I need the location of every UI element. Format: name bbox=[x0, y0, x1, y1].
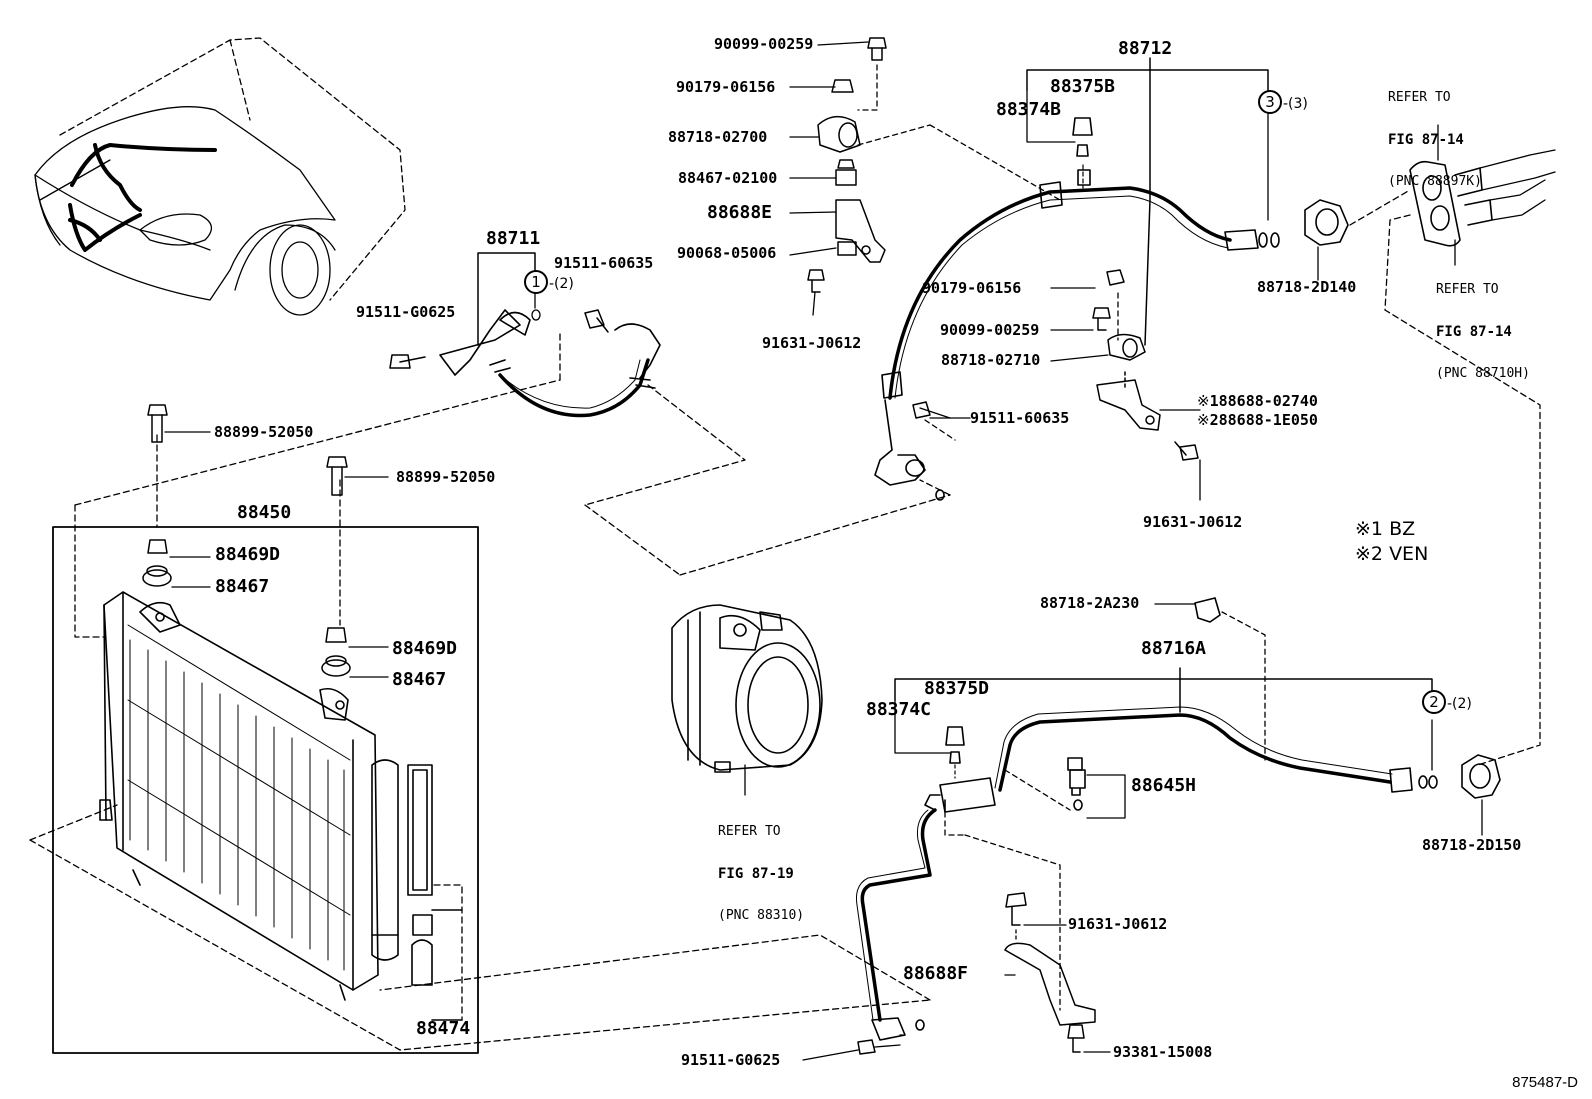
circled-ref-3: 3 bbox=[1258, 90, 1282, 114]
valve-cores-88375B bbox=[1026, 89, 1093, 189]
label-91511-G0625-b: 91511-G0625 bbox=[681, 1051, 781, 1069]
liquid-pipe-88716A bbox=[856, 706, 1438, 1041]
label-90068-05006: 90068-05006 bbox=[677, 244, 777, 262]
label-88374C: 88374C bbox=[866, 699, 932, 720]
condenser-assembly-frame bbox=[52, 526, 479, 1054]
vehicle-locator-sketch bbox=[34, 37, 406, 316]
label-90179-06156-mid: 90179-06156 bbox=[922, 279, 1022, 297]
label-88688-1E050: ※288688-1E050 bbox=[1197, 411, 1318, 429]
circled-ref-1: 1 bbox=[524, 270, 548, 294]
label-88375B: 88375B bbox=[1050, 76, 1116, 97]
qty-ref-2: -(2) bbox=[1447, 696, 1472, 712]
suction-pipe-88712 bbox=[874, 181, 1280, 501]
pressure-switch-88645H bbox=[1067, 757, 1126, 819]
label-91511-60635-b: 91511-60635 bbox=[970, 409, 1070, 427]
label-88718-2D150: 88718-2D150 bbox=[1422, 836, 1522, 854]
valve-cores-88375D bbox=[894, 699, 965, 779]
label-91511-60635-a: 91511-60635 bbox=[554, 254, 654, 272]
label-88718-02700: 88718-02700 bbox=[668, 128, 768, 146]
label-91631-J0612-a: 91631-J0612 bbox=[762, 334, 862, 352]
ref-fig-87-14-a: REFER TO FIG 87-14 (PNC 88897K) bbox=[1388, 90, 1482, 189]
label-91631-J0612-c: 91631-J0612 bbox=[1068, 915, 1168, 933]
label-88718-2D140: 88718-2D140 bbox=[1257, 278, 1357, 296]
label-88899-52050-a: 88899-52050 bbox=[214, 423, 314, 441]
discharge-hose-88711 bbox=[439, 309, 661, 418]
label-90179-06156-top: 90179-06156 bbox=[676, 78, 776, 96]
label-88716A: 88716A bbox=[1141, 638, 1207, 659]
label-91511-G0625-a: 91511-G0625 bbox=[356, 303, 456, 321]
label-90099-00259-top: 90099-00259 bbox=[714, 35, 814, 53]
label-88712: 88712 bbox=[1118, 38, 1173, 59]
condenser bbox=[99, 591, 379, 1001]
bolts bbox=[142, 309, 609, 677]
label-90099-00259-mid: 90099-00259 bbox=[940, 321, 1040, 339]
label-88718-02710: 88718-02710 bbox=[941, 351, 1041, 369]
note-1: ※1 BZ bbox=[1355, 518, 1416, 540]
bracket-88688-02740-group bbox=[1092, 269, 1199, 461]
label-88374B: 88374B bbox=[996, 99, 1062, 120]
label-88474: 88474 bbox=[416, 1018, 471, 1039]
label-91631-J0612-b: 91631-J0612 bbox=[1143, 513, 1243, 531]
label-88688F: 88688F bbox=[903, 963, 969, 984]
qty-ref-3: -(3) bbox=[1283, 96, 1308, 112]
label-88467-02100: 88467-02100 bbox=[678, 169, 778, 187]
label-88711: 88711 bbox=[486, 228, 541, 249]
label-88375D: 88375D bbox=[924, 678, 990, 699]
bracket-88688E-group bbox=[807, 37, 887, 293]
compressor bbox=[671, 604, 823, 773]
label-88450: 88450 bbox=[237, 502, 292, 523]
label-88688-02740: ※188688-02740 bbox=[1197, 392, 1318, 410]
label-88718-2A230: 88718-2A230 bbox=[1040, 594, 1140, 612]
vehicle-ac-pipe-routing bbox=[68, 143, 217, 252]
label-88467-a: 88467 bbox=[215, 576, 270, 597]
nut-88718-2D150 bbox=[1461, 754, 1501, 799]
ref-fig-87-14-b: REFER TO FIG 87-14 (PNC 88710H) bbox=[1436, 282, 1530, 381]
label-88899-52050-b: 88899-52050 bbox=[396, 468, 496, 486]
label-88469D-b: 88469D bbox=[392, 638, 458, 659]
note-2: ※2 VEN bbox=[1355, 543, 1429, 565]
label-88467-b: 88467 bbox=[392, 669, 447, 690]
nut-88718-2D140 bbox=[1304, 199, 1349, 246]
qty-ref-1: -(2) bbox=[549, 276, 574, 292]
receiver-dryer bbox=[371, 759, 433, 986]
bracket-88688F-group bbox=[1004, 892, 1096, 1053]
ref-fig-87-19: REFER TO FIG 87-19 (PNC 88310) bbox=[718, 824, 805, 923]
circled-ref-2: 2 bbox=[1422, 690, 1446, 714]
clamp-88718-2A230 bbox=[1194, 597, 1221, 623]
label-88645H: 88645H bbox=[1131, 775, 1197, 796]
label-88469D-a: 88469D bbox=[215, 544, 281, 565]
expansion-valve-plate bbox=[1409, 149, 1556, 247]
figure-id: 875487-D bbox=[1512, 1074, 1578, 1091]
label-88688E: 88688E bbox=[707, 202, 773, 223]
label-93381-15008: 93381-15008 bbox=[1113, 1043, 1213, 1061]
